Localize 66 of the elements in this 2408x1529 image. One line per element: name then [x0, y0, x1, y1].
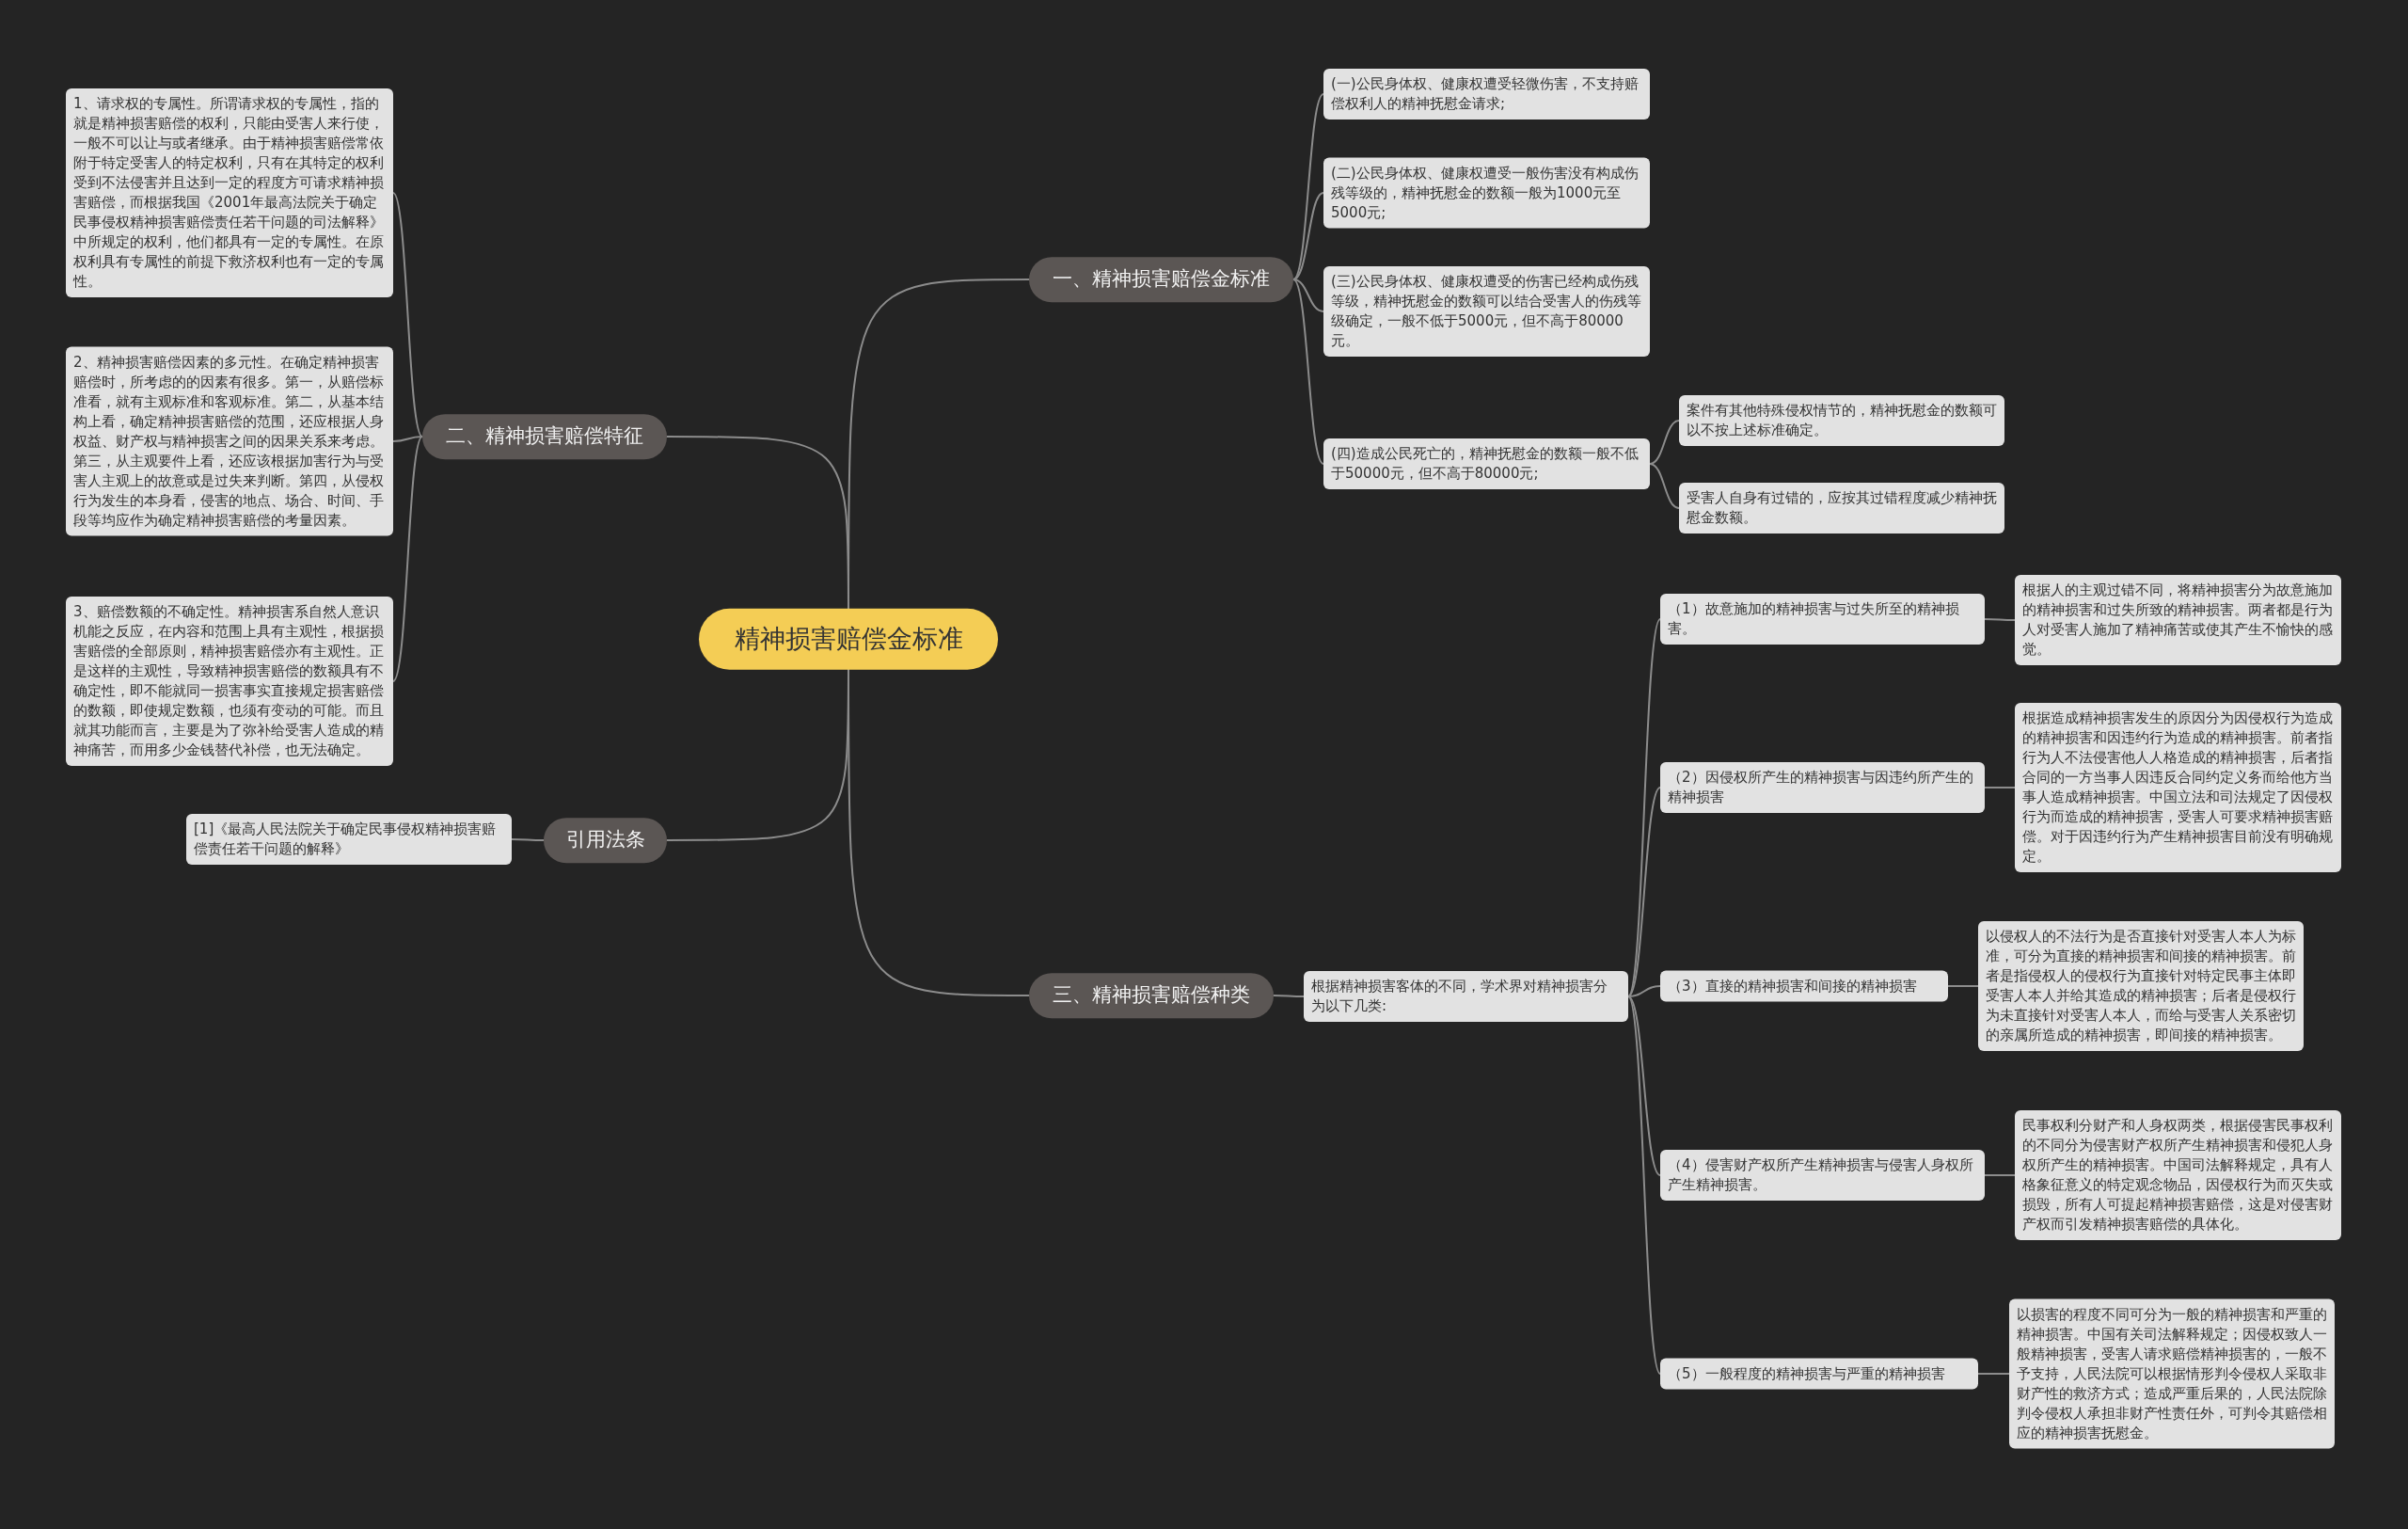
connector-line: [1947, 985, 1979, 987]
note-box: [2015, 575, 2341, 665]
note-text: 1、请求权的专属性。所谓请求权的专属性，指的就是精神损害赔偿的权利，只能由受害人来行使，一般不可以让与或者继承。由于精神损害赔偿常依附于特定受害人的特定权利，只有在其特定的权利受到不法侵害并且达到一定的程度方可请求精神损害赔偿，而根据我国《2001年最高法院关于确定民事侵权精神损害赔偿责任若干问题的司法解释》中所规定的权利，他们都具有一定的专属性。在原权利具有专属性的前提下救济权利也有一定的专属性。: [73, 94, 385, 292]
note-text: [1]《最高人民法院关于确定民事侵权精神损害赔偿责任若干问题的解释》: [194, 820, 498, 859]
connector-line: [1292, 93, 1324, 280]
note-box: [1660, 1358, 1978, 1390]
note-text: （3）直接的精神损害和间接的精神损害: [1668, 976, 1918, 996]
note-box: [1660, 970, 1948, 1002]
branch-topic: [1029, 973, 1274, 1018]
connector-line: [1292, 279, 1324, 465]
note-box: [1323, 438, 1650, 489]
note-text: 根据造成精神损害发生的原因分为因侵权行为造成的精神损害和因违约行为造成的精神损害。前者指行为人不法侵害他人人格造成的精神损害，后者指合同的一方当事人因违反合同约定义务而给他方当事人造成精神损害。中国立法和司法规定了因侵权行为而造成的精神损害，受害人可要求精神损害赔偿。对于因违约行为产生精神损害目前没有明确规定。: [2022, 709, 2334, 867]
note-text: (三)公民身体权、健康权遭受的伤害已经构成伤残等级，精神抚慰金的数额可以结合受害人的伤残等级确定，一般不低于5000元，但不高于80000元。: [1331, 272, 1642, 351]
connector-line: [1984, 1174, 2016, 1176]
connector-line: [1292, 279, 1324, 312]
note-box: [1679, 395, 2004, 446]
note-box: [186, 814, 512, 865]
connector-line: [392, 436, 423, 682]
note-text: 案件有其他特殊侵权情节的，精神抚慰金的数额可以不按上述标准确定。: [1687, 401, 1997, 440]
connector-line: [1984, 787, 2016, 788]
note-text: 根据人的主观过错不同，将精神损害分为故意施加的精神损害和过失所致的精神损害。两者都是行为人对受害人施加了精神痛苦或使其产生不愉快的感觉。: [2022, 581, 2334, 660]
topic-text: 一、精神损害赔偿金标准: [1052, 266, 1271, 293]
topic-text: 精神损害赔偿金标准: [733, 622, 964, 655]
note-text: 2、精神损害赔偿因素的多元性。在确定精神损害赔偿时，所考虑的的因素有很多。第一，从赔偿标准看，就有主观标准和客观标准。第二，从基本结构上看，确定精神损害赔偿的范围，还应根据人身权益、财产权与精神损害之间的因果关系来考虑。第三，从主观要件上看，还应该根据加害行为与受害人主观上的故意或是过失来判断。第四，从侵权行为发生的本身看，侵害的地点、场合、时间、手段等均应作为确定精神损害赔偿的考量因素。: [73, 352, 385, 531]
note-box: [1679, 483, 2004, 534]
topic-text: 二、精神损害赔偿特征: [445, 423, 644, 450]
branch-topic: [422, 414, 667, 459]
note-text: （4）侵害财产权所产生精神损害与侵害人身权所产生精神损害。: [1668, 1155, 1974, 1195]
note-text: 3、赔偿数额的不确定性。精神损害系自然人意识机能之反应，在内容和范围上具有主观性，根据损害赔偿的全部原则，精神损害赔偿亦有主观性。正是这样的主观性，导致精神损害赔偿的数额具有不确定性，即不能就同一损害事实直接规定损害赔偿的数额，即使规定数额，也须有变动的可能。而且就其功能而言，主要是为了弥补给受害人造成的精神痛苦，而用多少金钱替代补偿，也无法确定。: [73, 602, 385, 760]
note-box: [1323, 69, 1650, 119]
note-text: 以侵权人的不法行为是否直接针对受害人本人为标准，可分为直接的精神损害和间接的精神损害。前者是指侵权人的侵权行为直接针对特定民事主体即受害人本人并给其造成的精神损害；后者是侵权行为未直接针对受害人本人，而给与受害人关系密切的亲属所造成的精神损害，即间接的精神损害。: [1986, 927, 2296, 1045]
note-text: 民事权利分财产和人身权两类，根据侵害民事权利的不同分为侵害财产权所产生精神损害和侵犯人身权所产生的精神损害。中国司法解释规定，具有人格象征意义的特定观念物品，因侵权行为而灭失或损毁，所有人可提起精神损害赔偿，这是对侵害财产权而引发精神损害赔偿的具体化。: [2022, 1116, 2334, 1234]
note-box: [1660, 594, 1985, 645]
note-box: [1323, 157, 1650, 229]
note-text: （1）故意施加的精神损害与过失所至的精神损害。: [1668, 599, 1960, 639]
connector-line: [1977, 1373, 2010, 1375]
note-text: （2）因侵权所产生的精神损害与因违约所产生的精神损害: [1668, 768, 1974, 807]
branch-topic: [544, 818, 667, 863]
note-box: [1660, 762, 1985, 813]
topic-text: 引用法条: [564, 827, 646, 853]
note-box: [1660, 1150, 1985, 1201]
connector-line: [1273, 995, 1305, 997]
note-box: [1304, 971, 1628, 1022]
note-text: (二)公民身体权、健康权遭受一般伤害没有构成伤残等级的，精神抚慰金的数额一般为1000元至5000元;: [1331, 163, 1640, 223]
connector-line: [1627, 995, 1661, 1375]
connector-line: [511, 838, 545, 841]
note-text: 受害人自身有过错的，应按其过错程度减少精神抚慰金数额。: [1687, 488, 1997, 528]
connector-line: [1627, 995, 1661, 1176]
connector-line: [1649, 420, 1680, 465]
note-text: 以损害的程度不同可分为一般的精神损害和严重的精神损害。中国有关司法解释规定；因侵权致人一般精神损害，受害人请求赔偿精神损害的，一般不予支持，人民法院可以根据情形判令侵权人采取非财产性的救济方式；造成严重后果的，人民法院除判令侵权人承担非财产性责任外，可判令其赔偿相应的精神损害抚慰金。: [2017, 1304, 2327, 1443]
connector-line: [1984, 618, 2016, 621]
note-text: 根据精神损害客体的不同，学术界对精神损害分为以下几类:: [1311, 977, 1608, 1016]
connector-line: [666, 436, 849, 611]
note-box: [1323, 266, 1650, 357]
connector-line: [392, 436, 423, 442]
topic-text: 三、精神损害赔偿种类: [1052, 982, 1251, 1009]
branch-topic: [1029, 257, 1293, 302]
connector-line: [1649, 463, 1680, 509]
note-text: (一)公民身体权、健康权遭受轻微伤害，不支持赔偿权利人的精神抚慰金请求;: [1331, 74, 1640, 114]
note-text: (四)造成公民死亡的，精神抚慰金的数额一般不低于50000元，但不高于80000元;: [1331, 444, 1640, 484]
connector-line: [1627, 618, 1661, 997]
connector-line: [392, 192, 423, 438]
connector-line: [1292, 192, 1324, 280]
note-text: （5）一般程度的精神损害与严重的精神损害: [1668, 1363, 1946, 1384]
connector-line: [1627, 787, 1661, 997]
connector-line: [1627, 985, 1661, 997]
